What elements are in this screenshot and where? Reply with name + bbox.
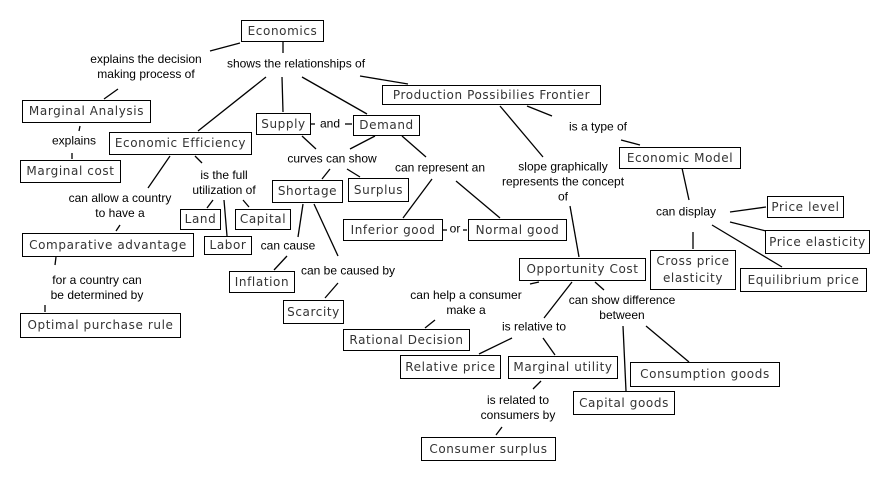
node-marginal-analysis[interactable]: Marginal Analysis (22, 100, 151, 123)
node-equilibrium-price[interactable]: Equilibrium price (740, 268, 867, 292)
node-comparative-advantage[interactable]: Comparative advantage (22, 233, 194, 257)
node-production-possibilities-frontier[interactable]: Production Possibilies Frontier (382, 85, 601, 105)
link-label-for-a-country: for a country can be determined by (50, 273, 144, 302)
link-label-full-utilization: is the full utilization of (192, 168, 256, 197)
node-economic-efficiency[interactable]: Economic Efficiency (109, 132, 252, 155)
link-label-is-a-type-of: is a type of (568, 119, 628, 134)
link-label-can-cause: can cause (260, 238, 316, 253)
link-label-explains: explains (51, 133, 97, 148)
node-capital[interactable]: Capital (235, 209, 291, 230)
node-inferior-good[interactable]: Inferior good (343, 219, 443, 241)
link-label-explains-decision: explains the decision making process of (90, 52, 202, 81)
link-label-is-related-to: is related to consumers by (480, 393, 556, 422)
link-label-is-relative-to: is relative to (501, 319, 567, 334)
link-label-can-represent: can represent an (394, 160, 486, 175)
node-cross-price-elasticity[interactable]: Cross price elasticity (650, 250, 736, 290)
node-scarcity[interactable]: Scarcity (283, 300, 344, 324)
link-label-or: or (449, 221, 461, 236)
node-capital-goods[interactable]: Capital goods (573, 391, 675, 415)
node-marginal-cost[interactable]: Marginal cost (20, 160, 121, 183)
node-opportunity-cost[interactable]: Opportunity Cost (519, 258, 646, 281)
node-surplus[interactable]: Surplus (348, 178, 409, 202)
node-labor[interactable]: Labor (204, 236, 252, 255)
node-inflation[interactable]: Inflation (229, 271, 295, 293)
link-label-can-show-difference: can show difference between (568, 293, 676, 322)
link-label-shows-relationships: shows the relationships of (226, 56, 366, 71)
node-economic-model[interactable]: Economic Model (619, 147, 741, 169)
node-normal-good[interactable]: Normal good (468, 219, 567, 241)
node-price-level[interactable]: Price level (767, 196, 844, 218)
node-land[interactable]: Land (180, 209, 221, 230)
link-label-can-display: can display (655, 204, 717, 219)
link-label-curves-can-show: curves can show (287, 151, 377, 166)
node-marginal-utility[interactable]: Marginal utility (508, 356, 618, 379)
node-rational-decision[interactable]: Rational Decision (343, 329, 470, 351)
link-label-can-be-caused-by: can be caused by (300, 263, 396, 278)
link-label-can-allow: can allow a country to have a (68, 191, 172, 220)
node-supply[interactable]: Supply (256, 113, 311, 135)
link-label-can-help: can help a consumer make a (410, 288, 522, 317)
link-label-slope: slope graphically represents the concept… (501, 159, 625, 204)
node-shortage[interactable]: Shortage (272, 180, 343, 203)
node-demand[interactable]: Demand (353, 115, 420, 136)
node-consumer-surplus[interactable]: Consumer surplus (421, 437, 556, 461)
node-relative-price[interactable]: Relative price (400, 355, 501, 379)
node-optimal-purchase-rule[interactable]: Optimal purchase rule (20, 313, 181, 338)
node-consumption-goods[interactable]: Consumption goods (630, 362, 780, 387)
link-label-and: and (319, 116, 341, 131)
node-economics[interactable]: Economics (241, 20, 324, 42)
node-price-elasticity[interactable]: Price elasticity (765, 230, 870, 254)
